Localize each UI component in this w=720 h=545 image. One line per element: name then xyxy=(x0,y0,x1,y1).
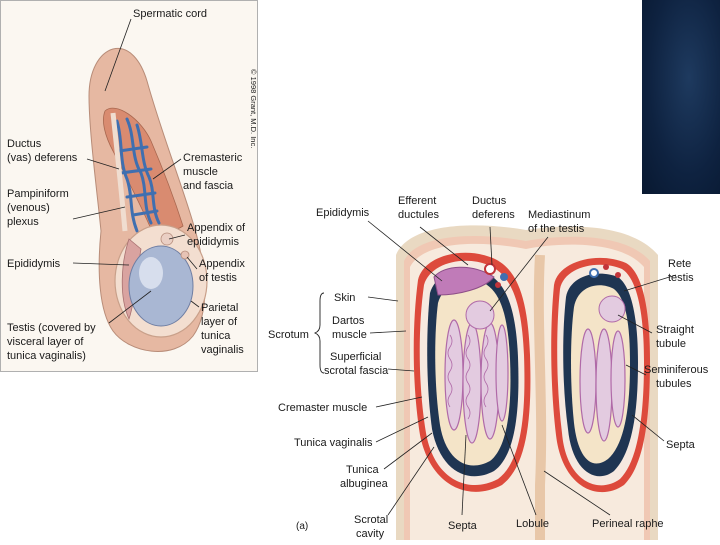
label-straight-1: Straight xyxy=(656,324,694,336)
label-seminiferous-1: Seminiferous xyxy=(644,364,709,376)
right-testis xyxy=(551,257,650,493)
label-rete-1: Rete xyxy=(668,258,691,270)
label-cremasteric-1: Cremasteric xyxy=(183,152,243,164)
label-cremasteric-2: muscle xyxy=(183,166,218,178)
label-pampiniform-1: Pampiniform xyxy=(7,188,69,200)
label-pampiniform-2: (venous) xyxy=(7,202,50,214)
label-epididymis-2: Epididymis xyxy=(316,207,370,219)
midline-septum xyxy=(533,254,547,540)
label-testis-1: Testis (covered by xyxy=(7,322,96,334)
label-ductus2-2: deferens xyxy=(472,209,515,221)
figure2-illustration: Epididymis Efferent ductules Ductus defe… xyxy=(268,195,709,540)
label-tunica-albuginea-1: Tunica xyxy=(346,464,379,476)
pampiniform-plexus xyxy=(115,117,161,233)
label-appendix-testis-2: of testis xyxy=(199,272,237,284)
label-ductus-1: Ductus xyxy=(7,138,42,150)
label-dartos-1: Dartos xyxy=(332,315,365,327)
left-lobules xyxy=(444,319,509,444)
label-scrotal-cavity-1: Scrotal xyxy=(354,514,388,526)
label-skin: Skin xyxy=(334,292,355,304)
label-appendix-epididymis-1: Appendix of xyxy=(187,222,246,234)
label-cremasteric-3: and fascia xyxy=(183,180,234,192)
figure-scrotum-cross-section: Epididymis Efferent ductules Ductus defe… xyxy=(258,185,720,540)
label-tunica-vaginalis: Tunica vaginalis xyxy=(294,437,373,449)
label-tunica-albuginea-2: albuginea xyxy=(340,478,389,490)
label-testis-2: visceral layer of xyxy=(7,336,84,348)
label-ductus2-1: Ductus xyxy=(472,195,507,207)
label-septa-right: Septa xyxy=(666,439,696,451)
label-septa-bottom: Septa xyxy=(448,520,478,532)
label-seminiferous-2: tubules xyxy=(656,378,692,390)
left-testis xyxy=(413,252,531,492)
label-parietal-1: Parietal xyxy=(201,302,238,314)
ductus-deferens-shape xyxy=(110,112,128,232)
label-perineal-raphe: Perineal raphe xyxy=(592,518,664,530)
left-epididymis xyxy=(433,266,495,296)
figure-spermatic-cord-testis: © 1998 Grant, M.D. Inc. Spermatic cord D… xyxy=(0,0,258,372)
label-appendix-testis-1: Appendix xyxy=(199,258,245,270)
label-mediastinum-2: of the testis xyxy=(528,223,585,235)
figure2-leader-lines xyxy=(367,220,677,516)
label-mediastinum-1: Mediastinum xyxy=(528,209,590,221)
label-pampiniform-3: plexus xyxy=(7,216,39,228)
label-lobule: Lobule xyxy=(516,518,549,530)
label-cremaster: Cremaster muscle xyxy=(278,402,367,414)
label-superficial-1: Superficial xyxy=(330,351,381,363)
label-appendix-epididymis-2: epididymis xyxy=(187,236,239,248)
label-scrotal-cavity-2: cavity xyxy=(356,528,385,540)
label-part-a: (a) xyxy=(296,521,308,532)
label-efferent-1: Efferent xyxy=(398,195,436,207)
appendix-epididymis-shape xyxy=(160,232,174,246)
label-dartos-2: muscle xyxy=(332,329,367,341)
scrotum-bracket xyxy=(313,292,325,374)
label-straight-2: tubule xyxy=(656,338,686,350)
label-scrotum: Scrotum xyxy=(268,329,309,341)
label-efferent-2: ductules xyxy=(398,209,439,221)
copyright-text: © 1998 Grant, M.D. Inc. xyxy=(249,69,258,148)
figure1-leader-lines xyxy=(72,18,200,324)
slide-corner-decoration xyxy=(642,0,720,194)
label-epididymis: Epididymis xyxy=(7,258,61,270)
label-parietal-4: vaginalis xyxy=(201,344,244,356)
label-superficial-2: scrotal fascia xyxy=(324,365,389,377)
label-rete-2: testis xyxy=(668,272,694,284)
label-spermatic-cord: Spermatic cord xyxy=(133,8,207,20)
figure1-illustration: © 1998 Grant, M.D. Inc. Spermatic cord D… xyxy=(7,8,258,362)
label-parietal-3: tunica xyxy=(201,330,231,342)
label-parietal-2: layer of xyxy=(201,316,238,328)
label-testis-3: tunica vaginalis) xyxy=(7,350,86,362)
label-ductus-2: (vas) deferens xyxy=(7,152,78,164)
